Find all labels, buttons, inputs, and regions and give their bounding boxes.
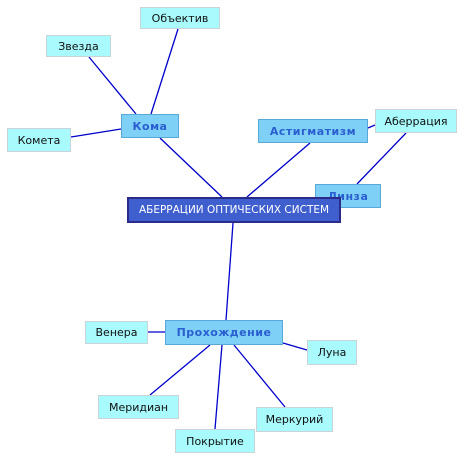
node-zvezda[interactable]: Звезда — [46, 35, 111, 57]
edge-root-prohozhdenie — [225, 222, 234, 321]
node-venera-label: Венера — [95, 326, 138, 339]
edge-prohozhdenie-pokrytie — [214, 344, 223, 430]
edge-root-astigmatizm — [246, 142, 311, 198]
node-kometa[interactable]: Комета — [7, 128, 71, 152]
node-koma[interactable]: Кома — [121, 114, 179, 138]
node-root[interactable]: АБЕРРАЦИИ ОПТИЧЕСКИХ СИСТЕМ — [127, 197, 341, 223]
node-astigmatizm[interactable]: Астигматизм — [258, 119, 368, 143]
node-root-label: АБЕРРАЦИИ ОПТИЧЕСКИХ СИСТЕМ — [138, 204, 330, 216]
node-prohozhdenie[interactable]: Прохождение — [165, 320, 283, 345]
edge-prohozhdenie-meridian — [149, 344, 211, 396]
node-venera[interactable]: Венера — [85, 321, 148, 344]
node-objektiv-label: Объектив — [151, 11, 209, 25]
node-astigmatizm-label: Астигматизм — [269, 124, 357, 138]
node-pokrytie[interactable]: Покрытие — [175, 429, 255, 453]
node-merkuriy-label: Меркурий — [265, 413, 324, 426]
node-meridian[interactable]: Меридиан — [98, 395, 179, 419]
edge-koma-kometa — [70, 128, 122, 138]
edge-koma-objektiv — [150, 28, 179, 115]
edge-astigmatizm-aberraciya — [367, 124, 376, 129]
node-prohozhdenie-label: Прохождение — [176, 326, 272, 339]
edge-prohozhdenie-merkuriy — [233, 344, 286, 408]
edge-aberraciya-linza — [356, 132, 407, 185]
edge-root-koma — [159, 137, 223, 198]
node-aberraciya-label: Аберрация — [384, 114, 448, 128]
node-kometa-label: Комета — [17, 133, 61, 147]
node-luna[interactable]: Луна — [307, 340, 357, 365]
node-objektiv[interactable]: Объектив — [140, 7, 220, 29]
node-aberraciya[interactable]: Аберрация — [375, 109, 457, 133]
node-merkuriy[interactable]: Меркурий — [256, 407, 333, 432]
node-zvezda-label: Звезда — [58, 39, 99, 53]
edge-koma-zvezda — [88, 56, 137, 115]
node-meridian-label: Меридиан — [108, 400, 169, 414]
node-linza[interactable]: Линза — [315, 184, 381, 208]
node-luna-label: Луна — [317, 346, 347, 359]
node-koma-label: Кома — [132, 119, 168, 133]
node-pokrytie-label: Покрытие — [186, 434, 244, 448]
edge-prohozhdenie-luna — [282, 342, 308, 351]
